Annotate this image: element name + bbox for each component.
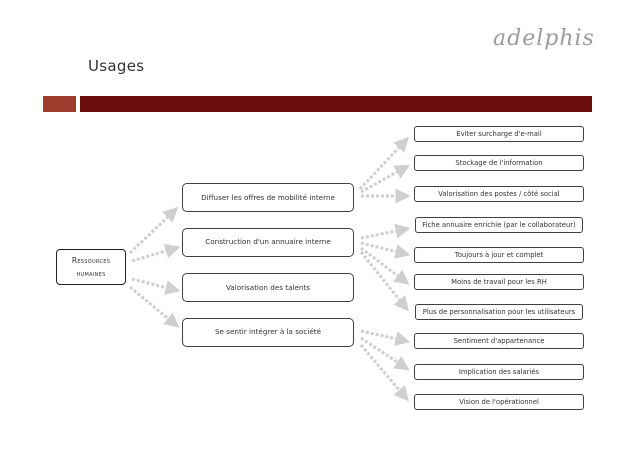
category-node-3: Valorisation des talents xyxy=(182,273,354,302)
arrow-cat2-to-out4 xyxy=(360,223,411,240)
arrow-root-to-cat1 xyxy=(128,206,179,255)
outcome-label: Eviter surcharge d'e-mail xyxy=(456,130,542,138)
category-label: Construction d'un annuaire interne xyxy=(205,237,331,246)
outcome-label: Implication des salariés xyxy=(458,368,540,376)
outcome-node-8: Sentiment d'appartenance xyxy=(414,333,584,349)
outcome-label: Plus de personnalisation pour les utilis… xyxy=(422,308,576,316)
outcome-node-1: Eviter surcharge d'e-mail xyxy=(414,126,584,142)
root-label-line1: Ressources xyxy=(71,256,111,265)
category-node-4: Se sentir intégrer à la société xyxy=(182,318,354,347)
arrow-cat2-to-out6 xyxy=(360,246,410,285)
arrow-cat2-to-out5 xyxy=(360,241,411,259)
arrow-root-to-cat4 xyxy=(129,285,180,328)
arrow-root-to-cat3 xyxy=(131,277,181,295)
arrow-cat4-to-out9 xyxy=(360,336,410,371)
outcome-node-6: Moins de travail pour les RH xyxy=(414,274,584,290)
outcome-label: Moins de travail pour les RH xyxy=(451,278,547,286)
outcome-node-2: Stockage de l'information xyxy=(414,155,584,171)
outcome-node-10: Vision de l'opérationnel xyxy=(414,394,584,410)
arrow-root-to-cat2 xyxy=(131,243,181,263)
arrow-cat1-to-out2 xyxy=(360,164,410,194)
arrow-cat2-to-out7 xyxy=(359,251,409,312)
arrow-cat1-to-out1 xyxy=(358,136,410,191)
brand-logo: adelphis xyxy=(493,26,595,51)
outcome-label: Valorisation des postes / côté social xyxy=(438,190,560,198)
outcome-node-5: Toujours à jour et complet xyxy=(414,247,584,263)
outcome-label: Sentiment d'appartenance xyxy=(453,337,545,345)
category-label: Valorisation des talents xyxy=(225,283,311,292)
header-bar xyxy=(80,96,592,112)
category-node-2: Construction d'un annuaire interne xyxy=(182,228,354,257)
category-label: Diffuser les offres de mobilité interne xyxy=(201,193,335,202)
category-label: Se sentir intégrer à la société xyxy=(215,327,321,336)
outcome-node-9: Implication des salariés xyxy=(414,364,584,380)
outcome-label: Fiche annuaire enrichie (par le collabor… xyxy=(422,221,576,229)
outcome-label: Vision de l'opérationnel xyxy=(459,398,539,406)
outcome-label: Stockage de l'information xyxy=(455,159,543,167)
header-bar-accent xyxy=(43,96,76,112)
category-node-1: Diffuser les offres de mobilité interne xyxy=(182,183,354,212)
outcome-node-4: Fiche annuaire enrichie (par le collabor… xyxy=(415,217,583,233)
arrow-cat4-to-out8 xyxy=(360,329,411,347)
page-title: Usages xyxy=(88,57,145,75)
root-node: Ressources humaines xyxy=(56,249,126,285)
outcome-node-7: Plus de personnalisation pour les utilis… xyxy=(415,304,583,320)
root-label-line2: humaines xyxy=(76,269,106,278)
outcome-node-3: Valorisation des postes / côté social xyxy=(414,186,584,202)
outcome-label: Toujours à jour et complet xyxy=(454,251,544,259)
arrow-cat4-to-out10 xyxy=(359,344,409,402)
